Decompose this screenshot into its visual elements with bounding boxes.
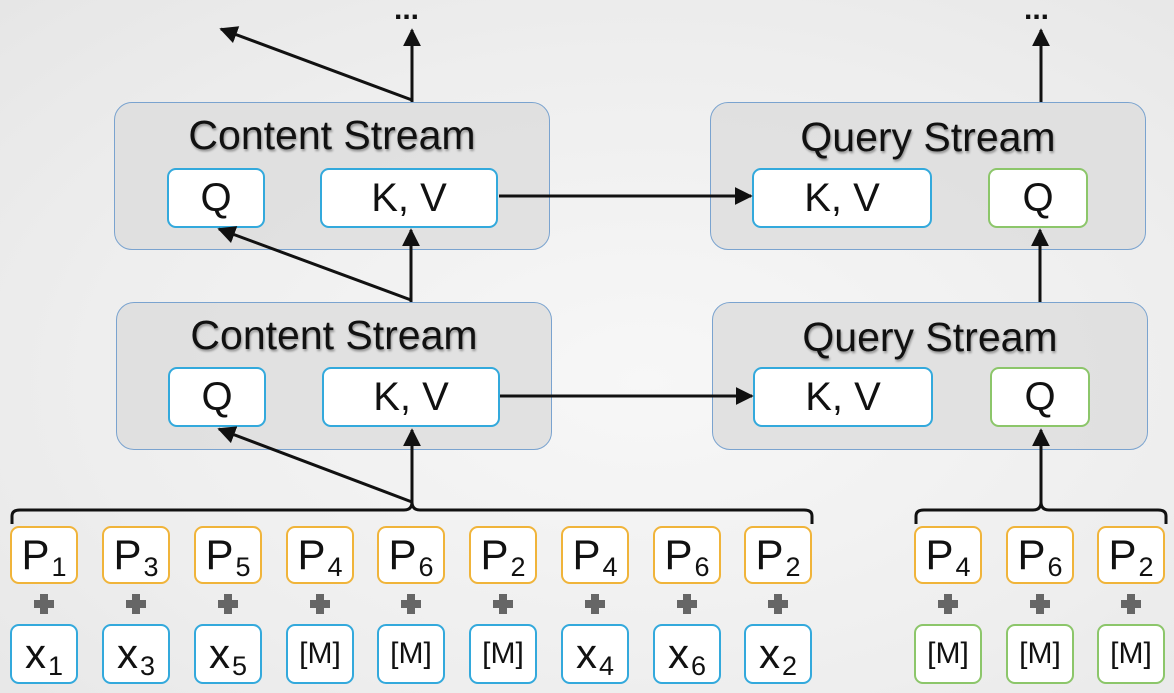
mask-token-label: [M] — [1110, 637, 1152, 670]
position-index: 5 — [235, 551, 251, 582]
token-label: x — [24, 630, 46, 677]
position-index: 4 — [602, 551, 618, 582]
position-index: 2 — [510, 551, 526, 582]
position-index: 6 — [1047, 551, 1063, 582]
query-kv-box: K, V — [752, 168, 932, 228]
mask-token-box: [M] — [1006, 624, 1074, 684]
mask-token-box: [M] — [377, 624, 445, 684]
position-label: P — [755, 531, 784, 578]
position-label: P — [297, 531, 326, 578]
position-label: P — [21, 531, 50, 578]
content-query-box: Q — [168, 367, 266, 427]
position-label: P — [480, 531, 509, 578]
position-label: P — [205, 531, 234, 578]
position-label: P — [664, 531, 693, 578]
mask-token-box: [M] — [914, 624, 982, 684]
content-query-box: Q — [167, 168, 265, 228]
plus-icon — [1121, 594, 1141, 614]
continuation-right: ... — [1024, 0, 1050, 26]
mask-token-label: [M] — [927, 637, 969, 670]
token-index: 4 — [598, 650, 615, 681]
position-label: P — [113, 531, 142, 578]
mask-token-box: [M] — [1097, 624, 1165, 684]
mask-token-box: [M] — [286, 624, 354, 684]
token-label: x — [208, 630, 230, 677]
token-index: 6 — [690, 650, 707, 681]
mask-token-label: [M] — [482, 637, 524, 670]
plus-icon — [1030, 594, 1050, 614]
mask-token-label: [M] — [299, 637, 341, 670]
content-stream-title: Content Stream — [188, 112, 476, 158]
query-q-box: Q — [990, 367, 1090, 427]
plus-icon — [401, 594, 421, 614]
position-index: 4 — [955, 551, 971, 582]
continuation-left: ... — [394, 0, 420, 26]
token-index: 5 — [231, 650, 248, 681]
plus-icon — [310, 594, 330, 614]
token-label: x — [116, 630, 138, 677]
position-index: 6 — [418, 551, 434, 582]
plus-icon — [768, 594, 788, 614]
content-kv-box: K, V — [322, 367, 500, 427]
position-label: P — [1108, 531, 1137, 578]
plus-icon — [126, 594, 146, 614]
token-label: x — [575, 630, 597, 677]
mask-token-label: [M] — [1019, 637, 1061, 670]
position-label: P — [925, 531, 954, 578]
query-kv-box: K, V — [753, 367, 933, 427]
mask-token-box: [M] — [469, 624, 537, 684]
position-index: 1 — [51, 551, 67, 582]
token-index: 3 — [139, 650, 156, 681]
plus-icon — [34, 594, 54, 614]
plus-icon — [677, 594, 697, 614]
position-label: P — [1017, 531, 1046, 578]
position-index: 4 — [327, 551, 343, 582]
query-input-brace — [914, 501, 1168, 524]
token-index: 2 — [781, 650, 798, 681]
token-label: x — [758, 630, 780, 677]
content-input-brace — [10, 501, 814, 524]
position-label: P — [388, 531, 417, 578]
position-index: 2 — [785, 551, 801, 582]
content-stream-title: Content Stream — [190, 312, 478, 358]
query-stream-title: Query Stream — [800, 114, 1056, 160]
query-q-box: Q — [988, 168, 1088, 228]
plus-icon — [493, 594, 513, 614]
mask-token-label: [M] — [390, 637, 432, 670]
position-index: 6 — [694, 551, 710, 582]
position-index: 2 — [1138, 551, 1154, 582]
position-index: 3 — [143, 551, 159, 582]
plus-icon — [218, 594, 238, 614]
content-kv-box: K, V — [320, 168, 498, 228]
arrow-upper-out-left — [219, 26, 413, 102]
position-label: P — [572, 531, 601, 578]
query-stream-title: Query Stream — [802, 314, 1058, 360]
token-index: 1 — [47, 650, 64, 681]
token-label: x — [667, 630, 689, 677]
plus-icon — [938, 594, 958, 614]
plus-icon — [585, 594, 605, 614]
